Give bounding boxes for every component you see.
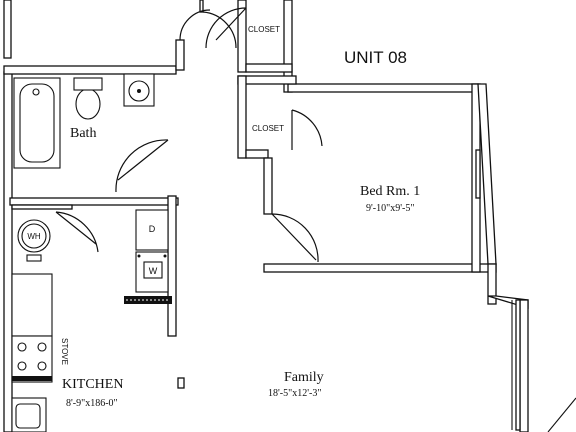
toilet-icon [75,88,101,120]
kitchen-label: KITCHEN [62,377,123,392]
walls [3,0,576,432]
family-size: 18'-5"x12'-3" [268,388,321,399]
washer-label: W [149,266,158,276]
dryer [135,209,169,251]
labels: UNIT 08 CLOSET CLOSET Bath Bed Rm. 1 9'-… [62,25,420,409]
dryer-label: D [149,224,156,234]
closet-top-label: CLOSET [248,25,280,34]
stove-label: STOVE [60,338,69,365]
bedroom-label: Bed Rm. 1 [360,184,420,199]
doors [55,7,323,263]
unit-title: UNIT 08 [344,48,407,67]
closet-mid-label: CLOSET [252,124,284,133]
kitchen-area: STOVE [11,273,69,432]
bath-fixtures [13,73,155,169]
laundry-area: WH D W [11,204,172,304]
bath-label: Bath [70,126,96,141]
family-label: Family [284,370,324,385]
water-heater-label: WH [27,232,41,241]
kitchen-size: 8'-9"x186-0" [66,398,118,409]
bedroom-size: 9'-10"x9'-5" [366,203,414,214]
stove [11,335,53,383]
